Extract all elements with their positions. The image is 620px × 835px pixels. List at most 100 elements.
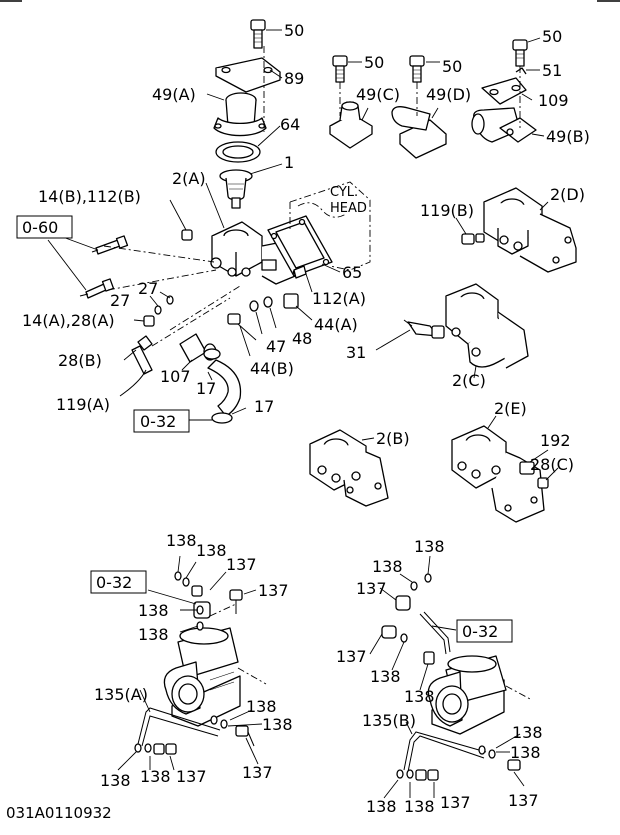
label-49c: 49(C)	[356, 85, 400, 104]
rbl-137-d: 137	[508, 791, 539, 810]
label-2d: 2(D)	[550, 185, 585, 204]
bolt-44b-drawing	[227, 313, 257, 357]
label-49a: 49(A)	[152, 85, 196, 104]
label-49d: 49(D)	[426, 85, 471, 104]
outlet-49d-drawing	[391, 55, 447, 159]
label-109: 109	[538, 91, 569, 110]
ref-box-032-left	[90, 570, 147, 594]
ref-032-right-label[interactable]: 0-32	[462, 622, 498, 641]
ref-box-032-upper	[133, 409, 190, 433]
rbl-135b: 135(B)	[362, 711, 416, 730]
gasket-64-drawing	[215, 125, 281, 163]
sensor-0-60-drawing	[47, 235, 217, 299]
thermostat-assembly	[47, 19, 371, 424]
label-1: 1	[284, 153, 294, 172]
washers-27-drawing	[149, 291, 174, 315]
water-outlet-49a-drawing	[206, 46, 283, 137]
label-27-right: 27	[138, 279, 158, 298]
label-119a: 119(A)	[56, 395, 110, 414]
compressor-pipe-a	[117, 555, 267, 771]
lbl-138-b: 138	[196, 541, 227, 560]
label-50-b: 50	[542, 27, 562, 46]
label-50-c: 50	[364, 53, 384, 72]
gasket-65-drawing	[267, 215, 341, 277]
callout-labels: 50 89 49(A) 64 1 2(A) 14(B),112(B) 0-60 …	[6, 21, 590, 822]
label-49b: 49(B)	[546, 127, 590, 146]
outlet-49b-drawing	[471, 37, 545, 143]
label-48: 48	[292, 329, 312, 348]
label-cyl: CYL.	[330, 185, 358, 200]
lbl-138-a: 138	[166, 531, 197, 550]
rbl-138-h: 138	[404, 797, 435, 816]
lbl-138-g: 138	[100, 771, 131, 790]
ref-box-032-right	[456, 619, 513, 643]
washer-48-drawing	[263, 296, 277, 329]
hose-119a-drawing	[119, 285, 241, 397]
compressor-pipe-b	[369, 555, 533, 799]
fitting-44a-drawing	[283, 293, 313, 321]
rbl-138-f: 138	[510, 743, 541, 762]
label-28c: 28(C)	[530, 455, 574, 474]
thermostat-1-drawing	[219, 163, 283, 209]
label-192: 192	[540, 431, 571, 450]
label-44b: 44(B)	[250, 359, 294, 378]
label-50-d: 50	[442, 57, 462, 76]
bolt-50-drawing	[250, 19, 282, 49]
drawing-number: 031A0110932	[6, 804, 112, 822]
rbl-138-e: 138	[512, 723, 543, 742]
rbl-137-a: 137	[356, 579, 387, 598]
housing-2b-drawing	[309, 429, 389, 507]
label-50-top: 50	[284, 21, 304, 40]
label-107: 107	[160, 367, 191, 386]
ref-032-upper-label[interactable]: 0-32	[140, 412, 176, 431]
label-17-clamp: 17	[254, 397, 274, 416]
label-head: HEAD	[330, 201, 367, 216]
outlet-49c-drawing	[329, 55, 373, 149]
label-2a: 2(A)	[172, 169, 206, 188]
rbl-137-c: 137	[440, 793, 471, 812]
housing-variants	[309, 187, 577, 523]
label-51: 51	[542, 61, 562, 80]
ref-060-label[interactable]: 0-60	[22, 218, 58, 237]
hose-17-drawing	[188, 348, 247, 424]
label-64: 64	[280, 115, 300, 134]
rbl-138-d: 138	[404, 687, 435, 706]
ref-box-060	[16, 215, 73, 239]
label-89: 89	[284, 69, 304, 88]
lbl-138-d: 138	[138, 625, 169, 644]
rbl-138-c: 138	[370, 667, 401, 686]
label-112a: 112(A)	[312, 289, 366, 308]
outlet-variants	[329, 37, 545, 159]
rbl-138-g: 138	[366, 797, 397, 816]
ref-032-left-label[interactable]: 0-32	[96, 573, 132, 592]
housing-2d-drawing	[455, 187, 577, 273]
rbl-138-b: 138	[372, 557, 403, 576]
housing-2c-drawing	[375, 283, 529, 379]
label-2b: 2(B)	[376, 429, 410, 448]
lbl-137-c: 137	[176, 767, 207, 786]
cylinder-head-drawing	[289, 181, 371, 271]
label-119b: 119(B)	[420, 201, 474, 220]
elbow-28b-drawing	[123, 335, 153, 375]
label-65: 65	[342, 263, 362, 282]
lbl-138-f: 138	[262, 715, 293, 734]
lbl-137-b: 137	[258, 581, 289, 600]
plug-14b-drawing	[169, 199, 193, 241]
lbl-138-e: 138	[246, 697, 277, 716]
rbl-137-b: 137	[336, 647, 367, 666]
lbl-137-d: 137	[242, 763, 273, 782]
label-27-left: 27	[110, 291, 130, 310]
lbl-138-c: 138	[138, 601, 169, 620]
label-14a-28a: 14(A),28(A)	[22, 311, 115, 330]
label-14b-112b: 14(B),112(B)	[38, 187, 141, 206]
plug-112a-drawing	[293, 265, 313, 293]
lbl-137-a: 137	[226, 555, 257, 574]
plug-14a-drawing	[133, 315, 155, 327]
washer-47-drawing	[249, 300, 263, 335]
label-47: 47	[266, 337, 286, 356]
label-28b: 28(B)	[58, 351, 102, 370]
lbl-138-h: 138	[140, 767, 171, 786]
lbl-135a: 135(A)	[94, 685, 148, 704]
label-44a: 44(A)	[314, 315, 358, 334]
housing-2e-drawing	[451, 415, 559, 523]
